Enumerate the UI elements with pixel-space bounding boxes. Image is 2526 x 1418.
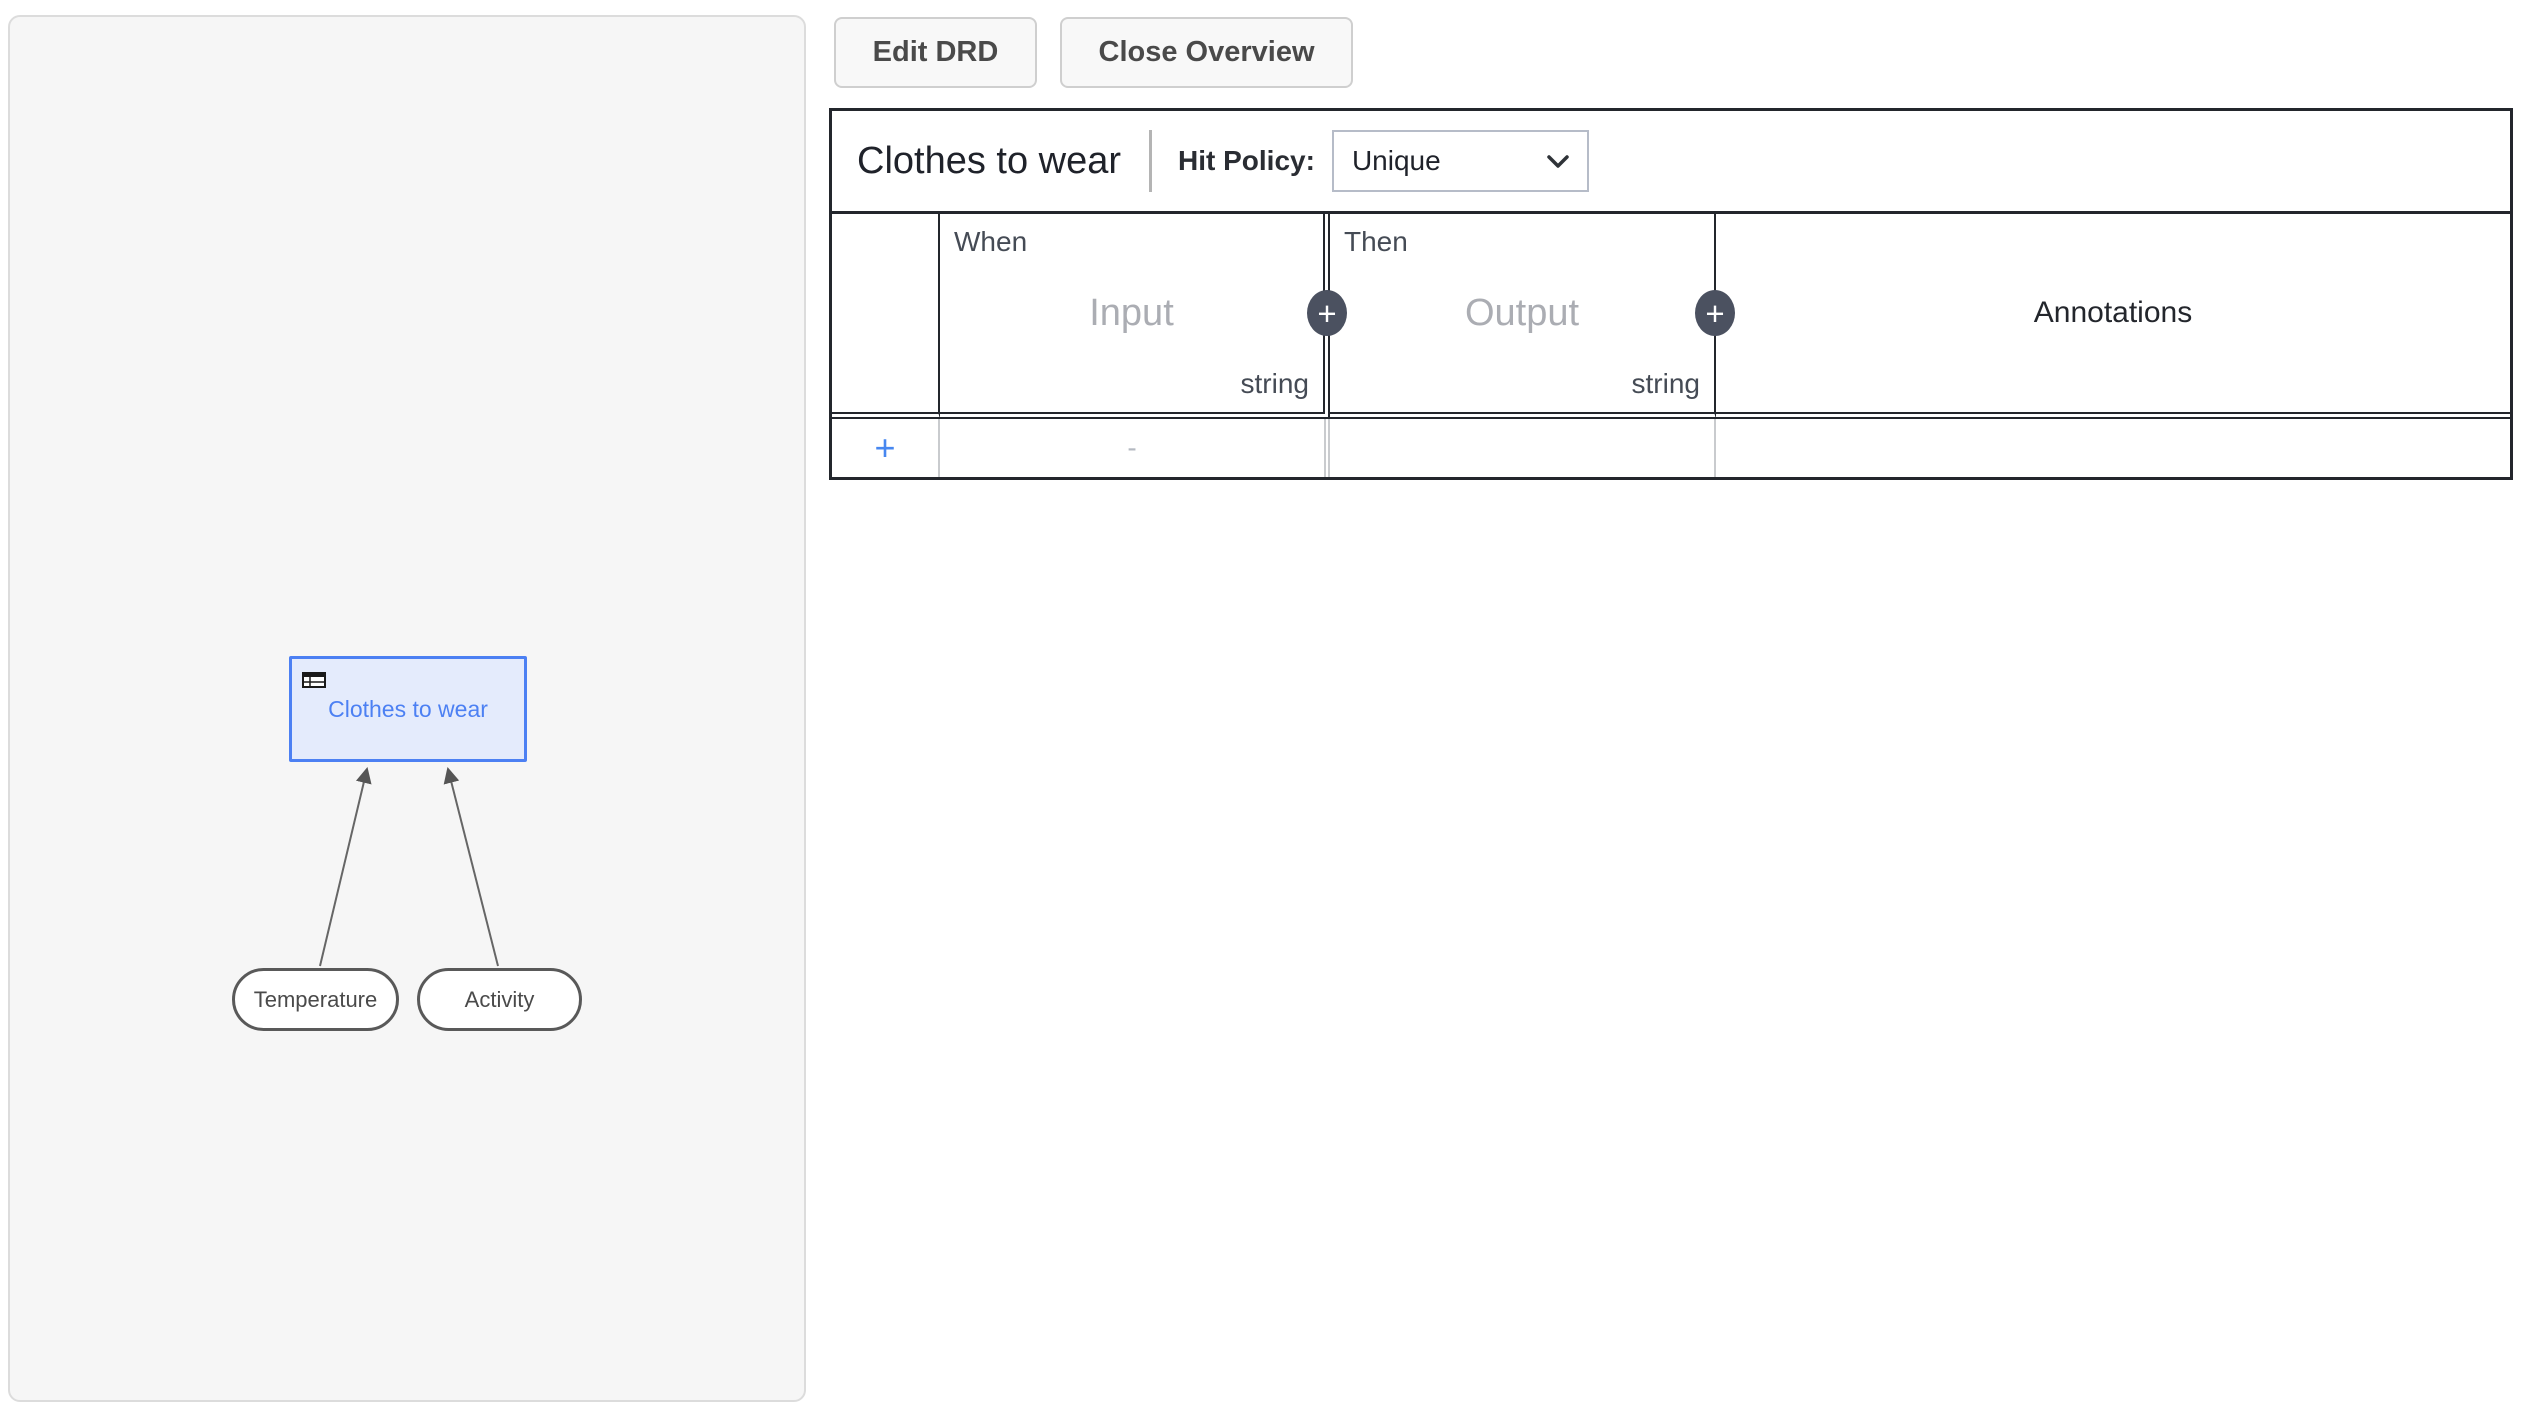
decision-node-clothes-to-wear[interactable]: Clothes to wear [289, 656, 527, 762]
add-input-column-button[interactable]: + [1307, 290, 1347, 336]
output-type-label: string [1631, 368, 1700, 399]
input-placeholder: Input [1089, 291, 1174, 334]
table-row: + - [832, 419, 2510, 477]
edit-drd-button[interactable]: Edit DRD [834, 17, 1037, 88]
decision-node-label: Clothes to wear [328, 695, 488, 722]
input-type-label: string [1240, 368, 1309, 399]
input-data-node-activity[interactable]: Activity [417, 968, 582, 1031]
decision-table-icon [302, 672, 326, 693]
hit-policy-select[interactable]: Unique [1331, 130, 1589, 192]
input-clause-label: When [954, 226, 1028, 257]
add-rule-button[interactable]: + [832, 419, 940, 477]
add-output-column-button[interactable]: + [1695, 290, 1735, 336]
output-column-header[interactable]: Then Output string + [1330, 214, 1735, 419]
decision-table: Clothes to wear Hit Policy: Unique When … [829, 108, 2513, 480]
drd-canvas[interactable]: Clothes to wear Temperature Activity [10, 17, 804, 1400]
decision-table-title: Clothes to wear [857, 139, 1122, 182]
edge-activity-to-decision [443, 767, 499, 967]
hit-policy-label: Hit Policy: [1178, 145, 1315, 176]
chevron-down-icon [1545, 145, 1571, 177]
drd-overview-panel: Clothes to wear Temperature Activity [8, 15, 806, 1402]
hit-policy-selected-value: Unique [1351, 145, 1441, 176]
rule-output-cell[interactable] [1330, 419, 1716, 477]
decision-table-titlebar: Clothes to wear Hit Policy: Unique [832, 111, 2510, 214]
decision-table-grid: When Input string + Then Output string +… [832, 214, 2510, 477]
row-number-column-header [832, 214, 940, 419]
rule-annotation-cell[interactable] [1716, 419, 2510, 477]
drd-edges [319, 767, 499, 967]
output-clause-label: Then [1344, 226, 1408, 257]
close-overview-button[interactable]: Close Overview [1060, 17, 1353, 88]
title-divider [1149, 130, 1153, 192]
input-data-label: Activity [464, 986, 535, 1012]
output-placeholder: Output [1464, 291, 1580, 334]
edge-temperature-to-decision [319, 767, 372, 967]
rule-input-cell[interactable]: - [940, 419, 1330, 477]
annotations-column-header: Annotations [1716, 214, 2510, 419]
input-data-label: Temperature [253, 986, 378, 1012]
input-column-header[interactable]: When Input string + [940, 214, 1347, 419]
input-data-node-temperature[interactable]: Temperature [232, 968, 399, 1031]
